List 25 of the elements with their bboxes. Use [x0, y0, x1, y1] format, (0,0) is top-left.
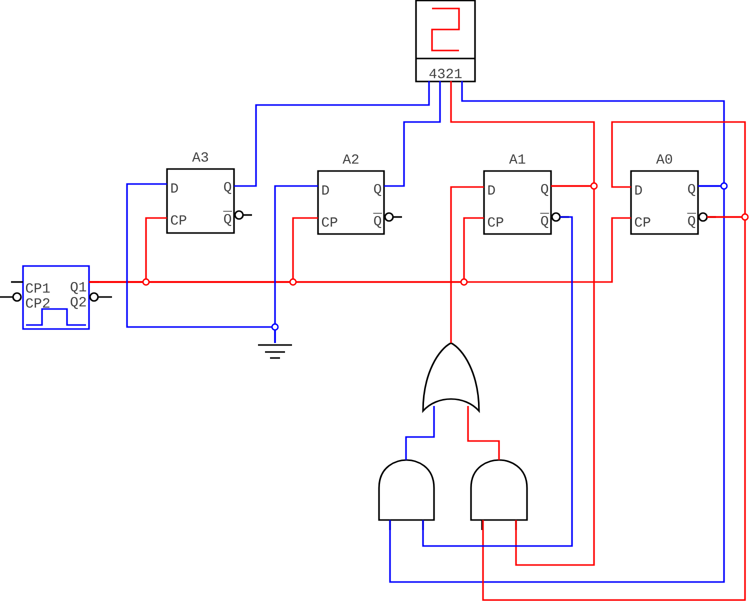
seven-segment-display	[415, 0, 476, 82]
pin-label: Q1	[70, 282, 86, 294]
or-gate	[422, 342, 480, 412]
flip-flop-label: A3	[192, 152, 208, 162]
wire	[274, 185, 318, 343]
ground-symbol	[257, 344, 293, 359]
wire	[515, 185, 595, 566]
wire	[467, 406, 500, 460]
flip-flop-label: A2	[342, 154, 358, 164]
wire	[422, 216, 573, 547]
pin-label: CP1	[26, 283, 50, 293]
wire	[482, 216, 746, 601]
and-gate	[470, 459, 528, 531]
pulse-generator	[0, 265, 113, 330]
pin-label: CP2	[26, 298, 50, 308]
wire	[389, 185, 725, 583]
wire	[405, 406, 435, 460]
pin-label: 4321	[429, 68, 462, 78]
wire	[89, 217, 631, 283]
wire	[384, 81, 441, 187]
flip-flop-label: A1	[509, 154, 526, 164]
flip-flop-label: A0	[656, 154, 672, 164]
pin-label: Q2	[70, 297, 86, 309]
wire	[234, 81, 430, 187]
wire	[450, 186, 484, 343]
